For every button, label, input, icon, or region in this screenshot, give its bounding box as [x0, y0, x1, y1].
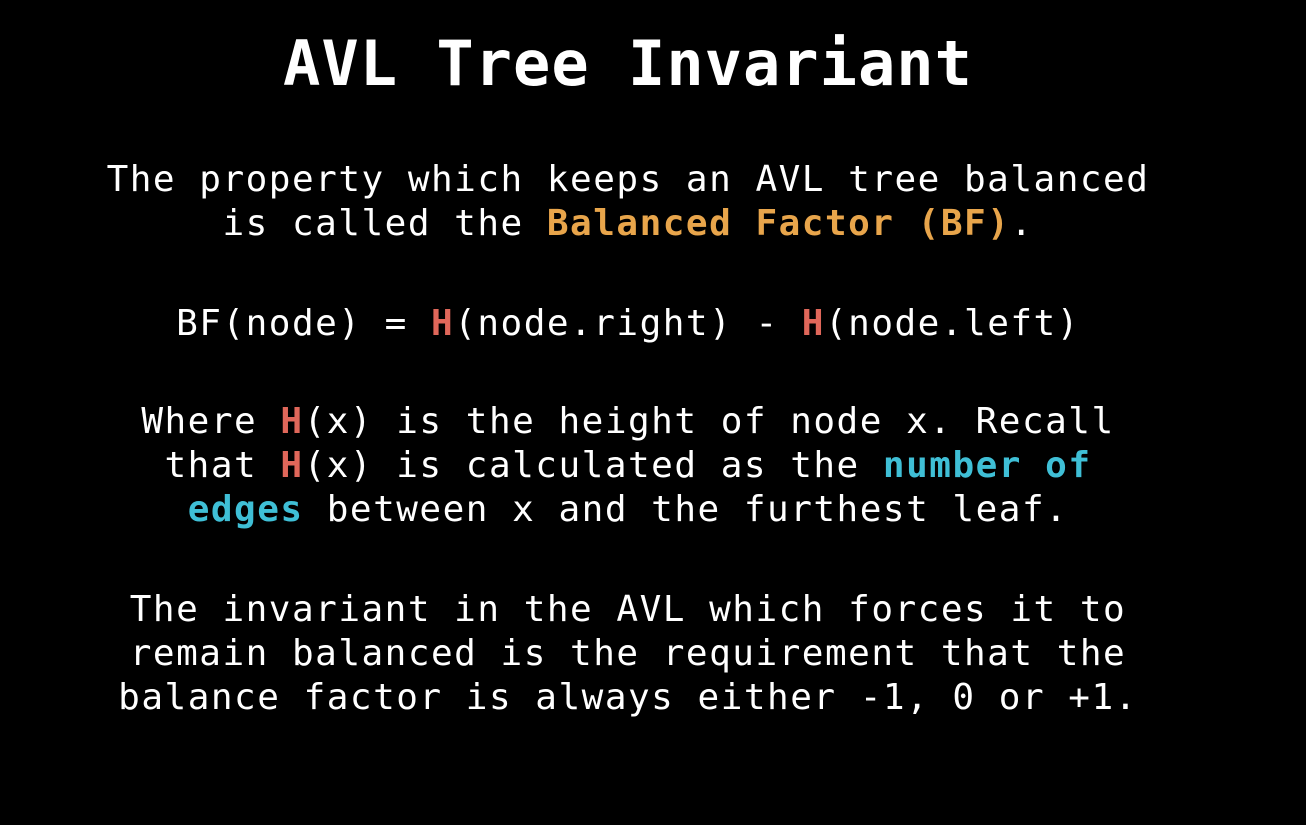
- formula-rhs: (node.left): [824, 303, 1080, 344]
- height-line-1-prefix: Where: [141, 401, 281, 442]
- bf-definition-paragraph: The property which keeps an AVL tree bal…: [0, 158, 1256, 246]
- invariant-line-2: remain balanced is the requirement that …: [129, 633, 1127, 674]
- height-line-2-prefix: that: [164, 445, 281, 486]
- invariant-line-3: balance factor is always either -1, 0 or…: [118, 677, 1138, 718]
- height-definition-paragraph: Where H(x) is the height of node x. Reca…: [0, 400, 1256, 532]
- height-symbol-2: H: [280, 445, 304, 486]
- formula-lhs: BF(node) =: [176, 303, 431, 344]
- invariant-paragraph: The invariant in the AVL which forces it…: [0, 588, 1256, 720]
- bf-definition-line-1: The property which keeps an AVL tree bal…: [106, 159, 1150, 200]
- height-line-2-rest: (x) is calculated as the: [303, 445, 883, 486]
- bf-formula: BF(node) = H(node.right) - H(node.left): [0, 302, 1256, 346]
- edges-term: edges: [187, 489, 304, 530]
- formula-middle: (node.right) -: [454, 303, 802, 344]
- formula-height-symbol-2: H: [801, 303, 825, 344]
- height-symbol-1: H: [280, 401, 304, 442]
- bf-definition-line-2-suffix: .: [1010, 203, 1034, 244]
- slide-title: AVL Tree Invariant: [283, 27, 973, 100]
- bf-definition-line-2-prefix: is called the: [222, 203, 547, 244]
- invariant-line-1: The invariant in the AVL which forces it…: [129, 589, 1127, 630]
- height-line-1-rest: (x) is the height of node x. Recall: [303, 401, 1115, 442]
- formula-height-symbol-1: H: [431, 303, 455, 344]
- height-line-3-rest: between x and the furthest leaf.: [303, 489, 1069, 530]
- balanced-factor-term: Balanced Factor (BF): [546, 203, 1011, 244]
- number-of-term: number of: [882, 445, 1092, 486]
